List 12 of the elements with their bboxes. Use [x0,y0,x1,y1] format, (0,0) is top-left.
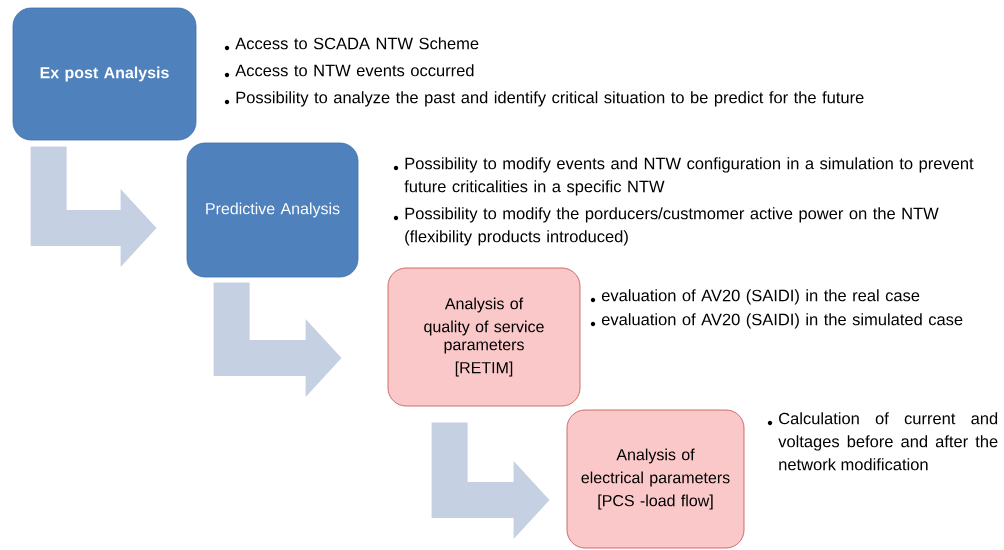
bullet-item: evaluation of AV20 (SAIDI) in the real case [590,289,920,305]
process-box: Analysis of electrical parameters [PCS -load flow] [566,409,745,549]
bullet-paragraph: Calculation of current and voltages before and after the network modification [767,412,998,471]
process-box: Analysis of quality of service parameters [RETIM] [387,267,581,407]
bullet-item: Access to SCADA NTW Scheme [224,37,479,51]
process-box: Predictive Analysis [186,142,359,278]
bullet-item: Access to NTW events occurred [224,64,474,78]
bullet-item: Possibility to analyze the past and identify critical situation to be predict for the future [224,91,864,107]
bullet-item: evaluation of AV20 (SAIDI) in the simulated case [590,313,963,329]
bullet-item: Possibility to modify the porducers/custmomer active power on the NTW (flexibility products introduced) [393,207,939,246]
process-box: Ex post Analysis [12,7,197,141]
bullet-item: Possibility to modify events and NTW configuration in a simulation to prevent future criticalities in a specific NTW [393,157,974,196]
